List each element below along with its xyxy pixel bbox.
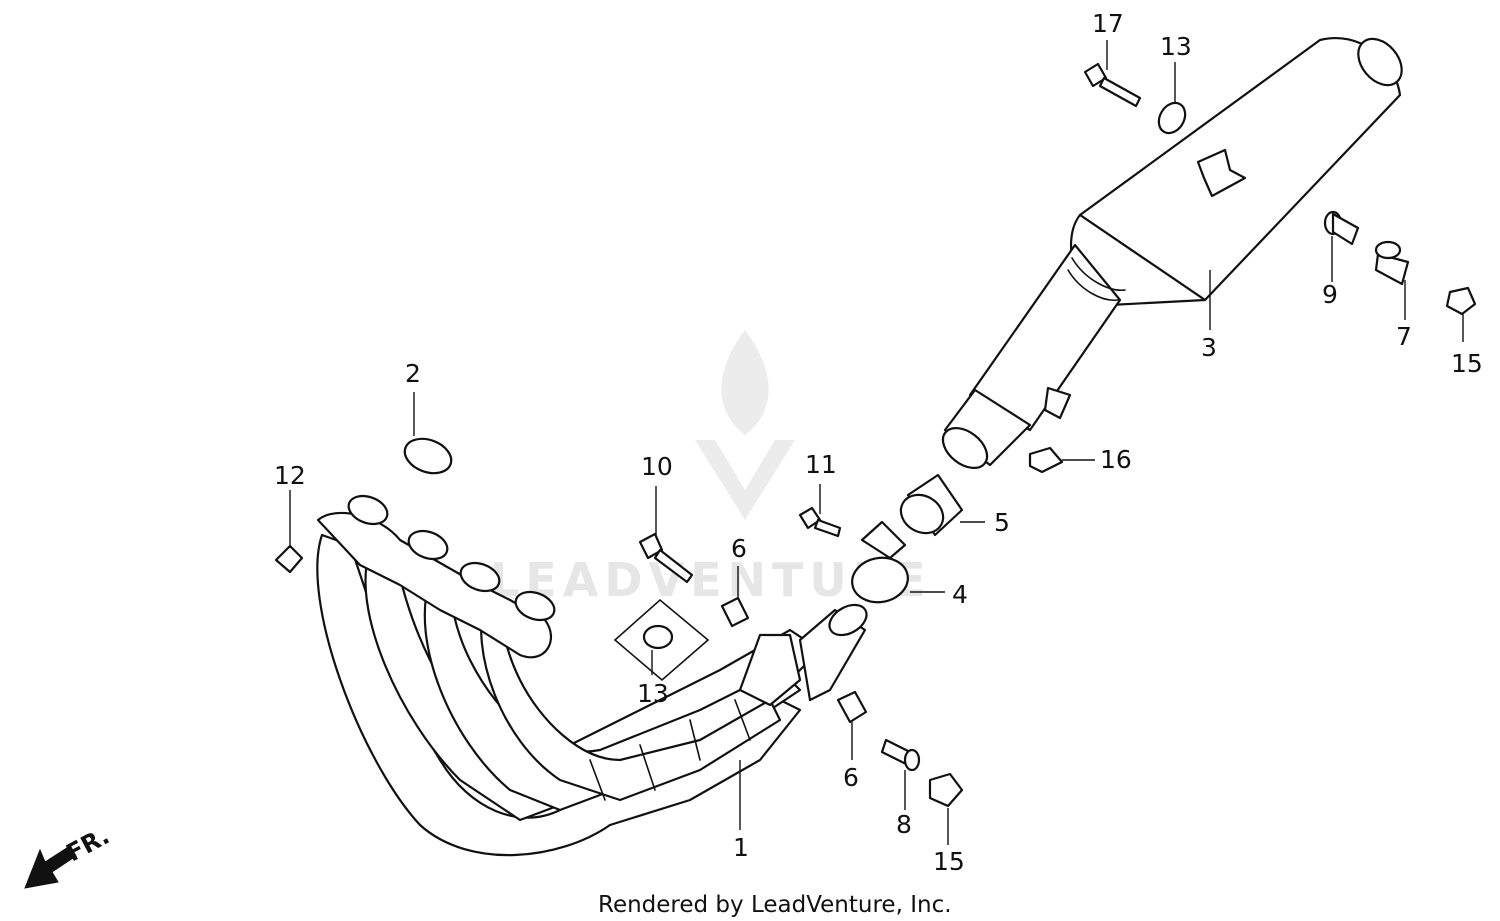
callout-9: 9 [1322, 280, 1338, 309]
callout-15-bottom: 15 [933, 847, 965, 876]
collar-6-top[interactable] [720, 596, 750, 628]
callout-8: 8 [896, 810, 912, 839]
washer-14[interactable] [1154, 98, 1191, 138]
collar-9[interactable] [1323, 210, 1360, 246]
callout-7: 7 [1396, 322, 1412, 351]
bolt-8[interactable] [880, 738, 921, 772]
callout-14: 13 [1160, 32, 1192, 61]
callout-3: 3 [1201, 333, 1217, 362]
muffler[interactable] [935, 31, 1410, 476]
collar-6-bottom[interactable] [836, 690, 868, 724]
nut-15-bottom[interactable] [928, 772, 964, 808]
callout-13: 13 [637, 679, 669, 708]
callout-17: 17 [1092, 9, 1124, 38]
callout-2: 2 [405, 359, 421, 388]
front-arrow-icon [24, 845, 77, 889]
bolt-11[interactable] [798, 506, 842, 538]
callout-1: 1 [733, 833, 749, 862]
footer-credit: Rendered by LeadVenture, Inc. [598, 892, 952, 918]
callout-12: 12 [274, 461, 306, 490]
gasket-5[interactable] [894, 473, 964, 541]
callout-6-bottom: 6 [843, 763, 859, 792]
nut-15-top[interactable] [1445, 286, 1477, 316]
bolt-17[interactable] [1083, 62, 1142, 108]
callout-5: 5 [994, 508, 1010, 537]
collar-12[interactable] [274, 544, 304, 574]
callout-4: 4 [952, 580, 968, 609]
bolt-10[interactable] [638, 532, 694, 584]
leader-lines [289, 40, 1464, 845]
washer-13[interactable] [613, 598, 710, 682]
front-direction-indicator: FR. [24, 822, 114, 889]
callout-11: 11 [805, 450, 837, 479]
callout-10: 10 [641, 452, 673, 481]
callout-6-top: 6 [731, 534, 747, 563]
gasket-2[interactable] [400, 433, 456, 479]
rubber-7[interactable] [1374, 240, 1410, 286]
exhaust-pipe-assembly[interactable] [316, 491, 871, 857]
callouts: 17 13 3 9 7 15 16 5 4 11 10 6 13 2 12 1 … [274, 9, 1483, 876]
nut-16[interactable] [1028, 446, 1064, 474]
band-4[interactable] [849, 520, 912, 607]
callout-15-top: 15 [1451, 349, 1483, 378]
watermark: LEADVENTURE [490, 330, 926, 607]
callout-16: 16 [1100, 445, 1132, 474]
